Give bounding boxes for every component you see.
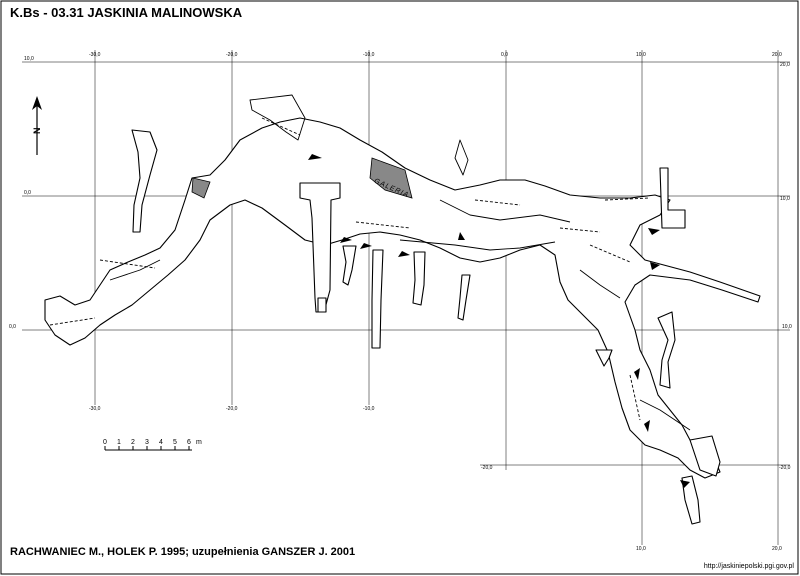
scale-label: 6 [187, 439, 191, 446]
grid-label-right: 10,0 [780, 196, 790, 202]
narrow-fissure [457, 274, 471, 321]
scale-label: 4 [159, 439, 163, 446]
lower-passage [681, 475, 701, 525]
scale-label: 5 [173, 439, 177, 446]
grid-label-bottom: -10,0 [363, 406, 375, 412]
side-chamber [657, 311, 676, 389]
grid-label-top: -30,0 [89, 52, 101, 58]
north-label: N [32, 128, 42, 135]
side-chamber [317, 297, 327, 313]
scale-unit: m [196, 439, 202, 446]
scale-label: 0 [103, 439, 107, 446]
upper-feature [454, 139, 469, 176]
scale-label: 3 [145, 439, 149, 446]
north-arrow-icon: N [32, 96, 42, 155]
grid-label-left: 0,0 [9, 324, 16, 330]
scale-label: 2 [131, 439, 135, 446]
side-chamber [131, 129, 158, 233]
grid-labels: -30,0 -20,0 -10,0 0,0 10,0 20,0 10,0 0,0… [9, 52, 792, 552]
side-chamber [659, 167, 686, 229]
grid-label-right: 10,0 [782, 324, 792, 330]
lower-passage [689, 435, 721, 477]
grid-label-bottom: -20,0 [226, 406, 238, 412]
main-passage [44, 117, 761, 479]
side-chamber [595, 349, 613, 367]
grid-label-top: 20,0 [772, 52, 782, 58]
grid-label-right: 20,0 [780, 62, 790, 68]
grid-label-lower: 20,0 [772, 546, 782, 552]
map-title: K.Bs - 03.31 JASKINIA MALINOWSKA [10, 5, 243, 20]
grid-label-bottom: -30,0 [89, 406, 101, 412]
grid-label-top: -20,0 [226, 52, 238, 58]
narrow-fissure [412, 251, 426, 306]
grid-label-top: 10,0 [636, 52, 646, 58]
grid-label-left: 10,0 [24, 56, 34, 62]
grid-label-lower: 10,0 [636, 546, 646, 552]
grid-label-lower: -20,0 [779, 465, 791, 471]
narrow-fissure [342, 245, 357, 286]
narrow-fissure [371, 249, 384, 349]
grid-label-lower: -20,0 [481, 465, 493, 471]
shaded-area [369, 157, 413, 199]
cave-plan: GALERIA [44, 94, 761, 525]
grid-label-left: 0,0 [24, 190, 31, 196]
upper-feature [249, 94, 306, 141]
grid-label-top: 0,0 [501, 52, 508, 58]
scale-label: 1 [117, 439, 121, 446]
shaded-area [191, 177, 211, 199]
scale-bar: 0 1 2 3 4 5 6 m [103, 439, 202, 451]
grid-label-top: -10,0 [363, 52, 375, 58]
survey-credits: RACHWANIEC M., HOLEK P. 1995; uzupełnien… [10, 546, 356, 558]
source-link[interactable]: http://jaskiniepolski.pgi.gov.pl [703, 563, 794, 570]
